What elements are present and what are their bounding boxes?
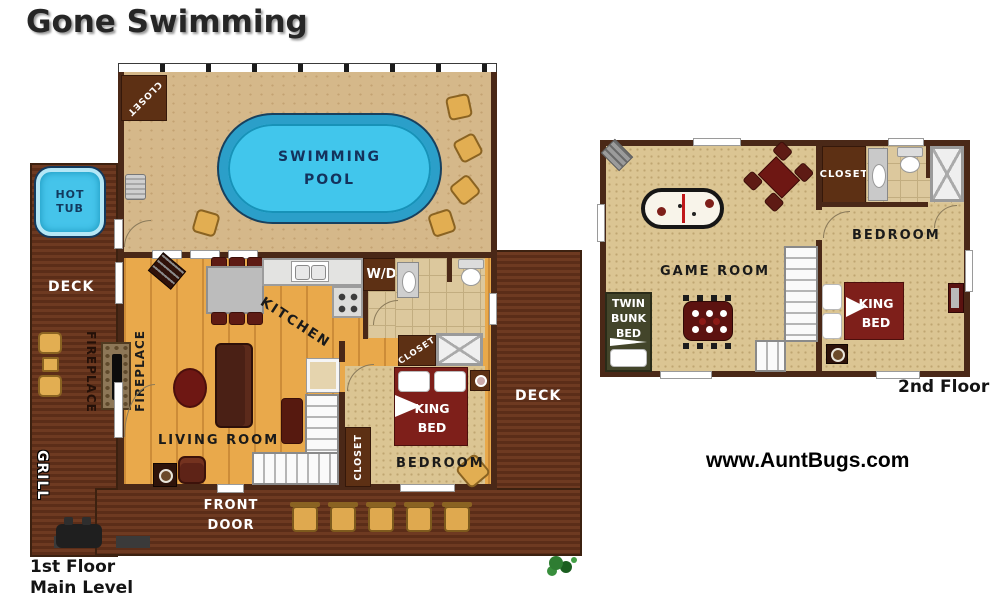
window — [876, 371, 920, 379]
pool-chair — [444, 92, 474, 122]
living-room-door-opening — [114, 382, 123, 438]
window — [489, 293, 497, 325]
armchair — [178, 456, 206, 484]
shower-2f — [930, 146, 964, 202]
window — [400, 484, 455, 492]
pool-door-opening — [114, 219, 123, 249]
window — [190, 250, 220, 259]
right-deck-label: DECK — [515, 388, 562, 404]
floor1-caption: 1st Floor Main Level — [30, 557, 133, 600]
bathroom-2f-bottom-wall — [822, 202, 928, 207]
floor1-caption-line2: Main Level — [30, 578, 134, 599]
window — [693, 138, 741, 146]
closet-2f: CLOSET — [819, 146, 869, 203]
bed-pillow — [822, 313, 842, 339]
divider-wall — [816, 240, 822, 371]
grill-knob — [64, 517, 73, 525]
stairs-lower — [252, 452, 339, 485]
toilet — [458, 259, 484, 286]
window — [115, 262, 123, 304]
deck-chair — [38, 332, 62, 354]
right-deck — [490, 250, 582, 490]
wall-tv — [948, 283, 964, 313]
window — [888, 138, 924, 146]
bathroom-2f-wall — [926, 146, 930, 178]
deck-table — [42, 357, 59, 372]
rug — [173, 368, 207, 408]
stairs-2f-lower — [755, 340, 786, 372]
dining-chair — [211, 312, 227, 325]
hall-wall — [363, 291, 368, 339]
floor2-caption: 2nd Floor — [898, 377, 990, 397]
hot-tub-label: HOT TUB — [55, 187, 85, 215]
website-text: www.AuntBugs.com — [706, 449, 910, 472]
bedroom-closet-label: CLOSET — [352, 433, 364, 481]
wd-label: W/D — [366, 267, 397, 282]
sofa — [215, 343, 253, 428]
pantry-closet — [307, 359, 339, 392]
fireplace-deck-label: FIREPLACE — [84, 331, 98, 413]
plant — [549, 556, 563, 570]
bathroom-sink — [397, 262, 419, 298]
bedroom-1f-label: BEDROOM — [396, 456, 485, 471]
loveseat — [281, 398, 303, 444]
window — [965, 250, 973, 292]
floor1-caption-line1: 1st Floor — [30, 557, 116, 577]
dining-chair — [247, 312, 263, 325]
shower-1f — [436, 333, 483, 366]
king-bed-2f-label: KING BED — [858, 296, 894, 330]
nightstand-lamp — [470, 370, 490, 391]
swimming-pool-label: SWIMMING POOL — [277, 149, 381, 188]
rocking-chair — [366, 502, 396, 532]
grill-label: GRILL — [34, 450, 50, 501]
toilet — [896, 147, 924, 173]
rocking-chair — [290, 502, 320, 532]
bedroom-2f-label: BEDROOM — [852, 228, 941, 243]
bedroom-closet: CLOSET — [345, 427, 371, 487]
kitchen-sink — [291, 261, 329, 282]
bathroom-wall-stub — [447, 258, 452, 282]
king-bed-1f-label: KING BED — [414, 401, 450, 435]
rocking-chair — [328, 502, 358, 532]
twin-bunk-bed-label: TWIN BUNK BED — [610, 297, 647, 340]
window — [597, 204, 605, 242]
page-title: Gone Swimming — [26, 4, 308, 40]
pool-closet-label: CLOSET — [124, 78, 164, 118]
bedroom-wall — [339, 341, 345, 362]
twin-bunk-bed: TWIN BUNK BED — [605, 292, 652, 372]
divider-wall — [816, 146, 822, 210]
pool-closet: CLOSET — [121, 75, 167, 121]
dining-table — [206, 266, 264, 314]
deck-chair — [38, 375, 62, 397]
media-speaker — [153, 463, 177, 487]
grill — [56, 524, 102, 548]
front-door-opening — [217, 484, 244, 493]
stove — [332, 286, 363, 318]
game-room-label: GAME ROOM — [660, 264, 771, 279]
poker-table — [683, 295, 735, 349]
closet-2f-label: CLOSET — [819, 169, 869, 180]
swimming-pool: SWIMMING POOL — [219, 115, 440, 222]
left-deck-label: DECK — [48, 279, 95, 295]
rocking-chair — [442, 502, 472, 532]
living-room-label: LIVING ROOM — [158, 433, 280, 448]
hot-tub: HOT TUB — [36, 168, 104, 236]
bed-pillow — [822, 284, 842, 310]
king-bed-2f: KING BED — [844, 282, 904, 340]
bedroom-wall — [339, 392, 345, 484]
hall-closet: CLOSET — [396, 334, 438, 367]
washer-dryer: W/D — [363, 258, 400, 291]
bedroom-speaker — [826, 344, 848, 364]
hall-closet-label: CLOSET — [396, 334, 438, 367]
wall-heater — [125, 174, 146, 200]
stairs-2f-upper — [784, 246, 818, 342]
king-bed-1f: KING BED — [394, 367, 468, 446]
front-door-label: FRONT DOOR — [203, 498, 259, 533]
window — [660, 371, 712, 379]
air-hockey-table — [641, 188, 724, 229]
stairs-upper — [305, 394, 339, 456]
rocking-chair — [404, 502, 434, 532]
bathroom-2f-sink — [868, 148, 888, 201]
dining-chair — [229, 312, 245, 325]
